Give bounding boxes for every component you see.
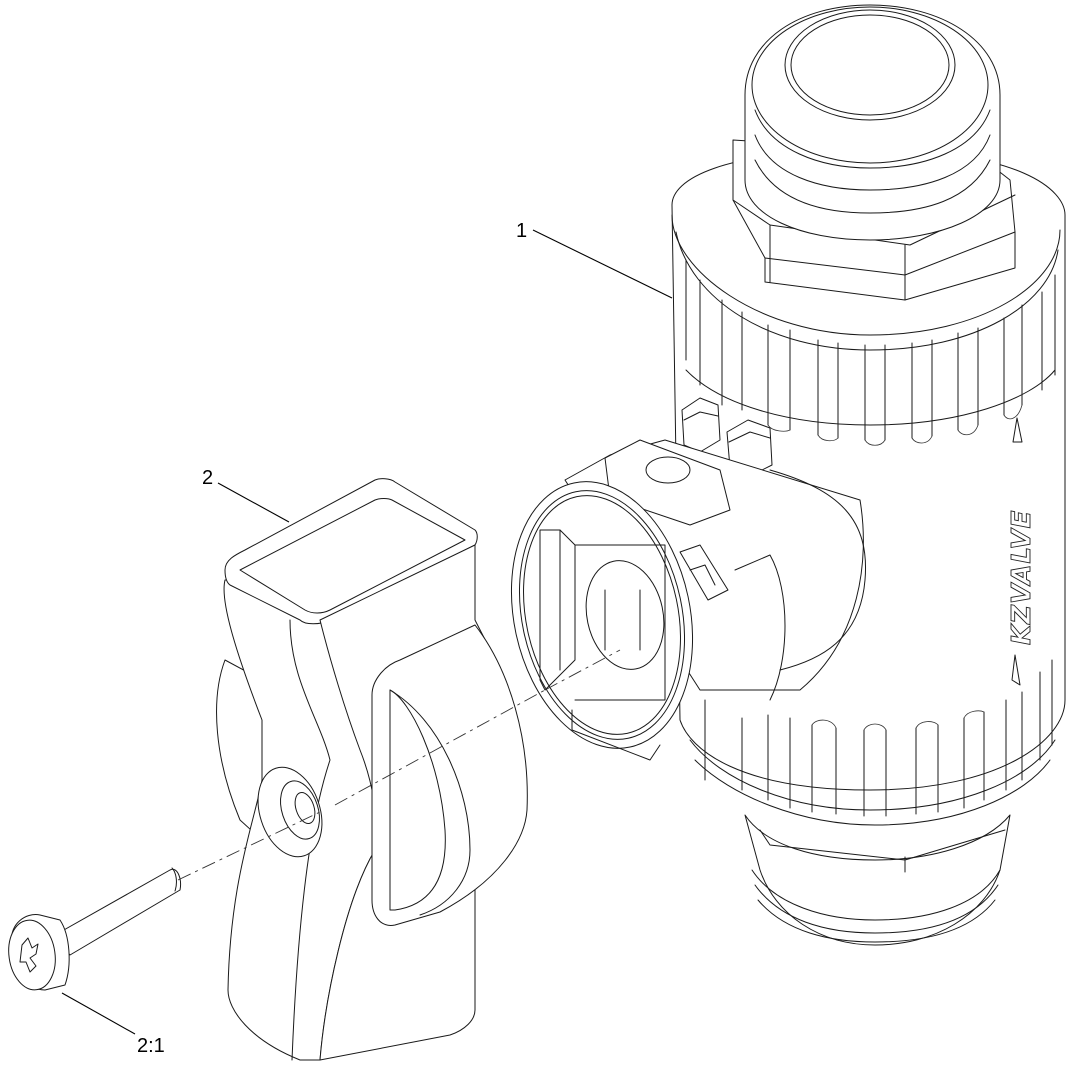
stem-neck-curve [769, 469, 867, 671]
stem-port [510, 397, 864, 761]
leader-line-1 [532, 229, 673, 299]
flow-arrow-up-icon [1012, 417, 1023, 443]
callout-label-2: 2 [202, 467, 213, 489]
flow-arrow-down-icon [1011, 654, 1021, 686]
bottom-threaded-port [744, 814, 1011, 946]
callout-label-2-1: 2:1 [137, 1035, 165, 1057]
body-logo: KZVALVE [1007, 510, 1037, 645]
callout-label-1: 1 [516, 220, 527, 242]
callout-1: 1 [516, 220, 673, 299]
callout-2-1: 2:1 [61, 992, 165, 1057]
leader-line-2-1 [61, 992, 136, 1035]
bottom-knurled-collar [689, 659, 1056, 826]
top-threaded-port [744, 4, 1001, 241]
handle-screw [8, 867, 181, 991]
assembly-axis-line [177, 689, 546, 881]
handle [216, 478, 528, 1061]
handle-screw-hole [257, 766, 323, 858]
leader-line-2 [217, 482, 290, 523]
callout-2: 2 [202, 467, 290, 523]
top-knurled-collar [671, 214, 1061, 446]
valve-body: KZVALVE [510, 4, 1066, 946]
phillips-drive-icon [19, 937, 39, 973]
